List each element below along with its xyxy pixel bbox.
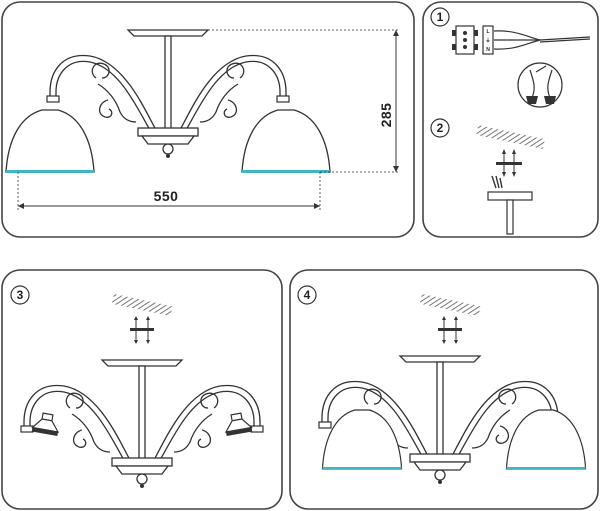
step-3-badge: 3 [10, 285, 30, 305]
height-label: 285 [378, 103, 394, 128]
panel-dimensions [1, 1, 415, 238]
wires [493, 30, 591, 50]
step-1-badge: 1 [430, 7, 450, 27]
step-4-badge: 4 [297, 285, 317, 305]
wire-label-ground: ⏚ [485, 37, 490, 44]
width-label: 550 [154, 188, 179, 204]
wire-label-n: N [486, 47, 490, 53]
connector-detail [517, 62, 563, 108]
height-dimension: 285 [208, 29, 399, 173]
panel-wiring-mounting [422, 1, 599, 238]
step-2-number: 2 [437, 121, 444, 135]
step-3-number: 3 [17, 288, 24, 302]
step-4-number: 4 [304, 288, 311, 302]
step-2-badge: 2 [430, 118, 450, 138]
ceiling-mount-step-2 [476, 125, 545, 235]
wire-label-l: L [486, 29, 489, 35]
terminal-block: L ⏚ N [452, 25, 494, 55]
step-1-number: 1 [437, 10, 444, 24]
width-dimension: 550 [17, 172, 321, 210]
